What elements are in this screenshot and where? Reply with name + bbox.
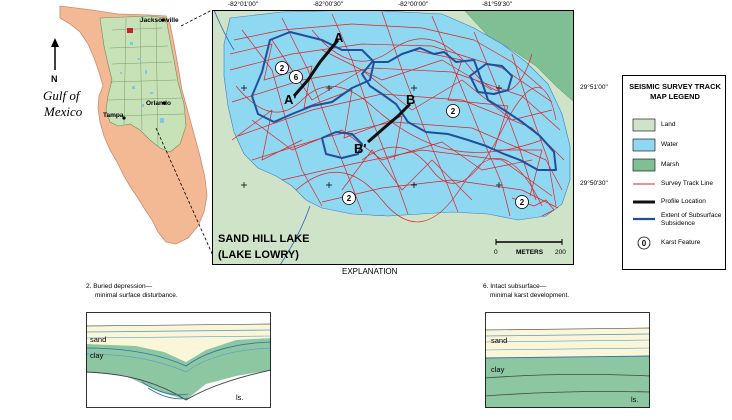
florida-inset-map: Jacksonville Orlando Tampa N Gulf of Mex… <box>43 5 208 245</box>
karst-feature-label: 2 <box>347 194 352 203</box>
scale-start: 0 <box>494 249 498 256</box>
reflector-lines <box>86 323 271 401</box>
profile-label-a: A <box>334 30 344 45</box>
map-legend: SEISMIC SURVEY TRACK MAP LEGEND 0 Land W… <box>622 75 726 270</box>
reflector-lines <box>485 327 650 397</box>
legend-extent-label-line2: Subsidence <box>661 220 695 227</box>
legend-title-line1: SEISMIC SURVEY TRACK <box>629 82 721 91</box>
profile-line-b <box>367 102 412 144</box>
legend-symbols: 0 <box>632 118 656 250</box>
coord-top-3: -82°00'00" <box>398 1 429 8</box>
legend-karst-symbol: 0 <box>642 239 647 248</box>
scale-bar <box>495 239 563 245</box>
study-region <box>99 15 187 153</box>
coord-top-2: -82°00'30" <box>313 1 344 8</box>
karst-feature-label: 2 <box>520 198 525 207</box>
stream-line <box>279 205 311 265</box>
profile-panel-right: sand clay ls. <box>485 312 650 408</box>
coord-right-1: 29°51'00" <box>580 84 608 91</box>
legend-water-swatch <box>632 138 656 152</box>
county-lines <box>107 17 185 147</box>
subsidence-extent-lines <box>251 31 557 171</box>
legend-karst-icon <box>637 236 651 250</box>
city-jacksonville: Jacksonville <box>140 17 179 24</box>
karst-feature-marker: 6 <box>289 70 303 84</box>
karst-feature-label: 6 <box>294 73 299 82</box>
legend-karst-label: Karst Feature <box>661 239 701 246</box>
lake-name-line2: (LAKE LOWRY) <box>218 249 299 261</box>
karst-feature-marker: 2 <box>515 195 529 209</box>
stream-line <box>213 10 235 51</box>
legend-marsh-label: Marsh <box>661 161 680 168</box>
orlando-dot <box>162 101 166 105</box>
north-label: N <box>51 74 58 84</box>
sand-layer <box>86 324 271 362</box>
inset-lakes <box>120 42 164 123</box>
map-frame <box>212 10 574 265</box>
grid-crosshairs <box>241 85 502 188</box>
profile-label-b: B <box>406 92 415 107</box>
coord-top-1: -82°01'00" <box>228 1 259 8</box>
scale-units: METERS <box>516 249 544 256</box>
profile-panel-left: sand clay ls. <box>86 312 271 408</box>
explanation-label: EXPLANATION <box>342 267 398 276</box>
karst-feature-marker: 2 <box>275 61 289 75</box>
city-tampa: Tampa <box>103 112 124 119</box>
legend-title-line2: MAP LEGEND <box>650 92 700 101</box>
legend-land-label: Land <box>661 121 676 128</box>
panel-left-caption-line1: 2. Buried depression— <box>86 283 153 290</box>
karst-feature-marker: 2 <box>446 104 460 118</box>
gulf-label-line1: Gulf of <box>43 88 82 103</box>
north-arrow-icon <box>51 38 59 70</box>
legend-land-swatch <box>632 118 656 132</box>
clay-layer <box>485 356 650 408</box>
panel-right-caption-line1: 6. Intact subsurface— <box>483 283 547 290</box>
city-orlando: Orlando <box>146 100 171 107</box>
legend-water-label: Water <box>661 141 679 148</box>
coord-top-4: -81°59'30" <box>482 1 513 8</box>
karst-feature-label: 2 <box>280 64 285 73</box>
panel-right-clay-label: clay <box>491 365 505 374</box>
panel-right-ls-label: ls. <box>631 395 639 404</box>
jacksonville-dot <box>161 18 165 22</box>
survey-map: A A' B B' 2 6 2 2 2 SAND HILL LAKE (LAKE… <box>212 10 574 265</box>
legend-track-label: Survey Track Line <box>661 180 714 187</box>
profile-line-a <box>292 39 340 97</box>
karst-feature-label: 2 <box>451 107 456 116</box>
coord-right-2: 29°50'30" <box>580 180 608 187</box>
panel-left-caption-line2: minimal surface disturbance. <box>95 292 178 299</box>
lake-name-line1: SAND HILL LAKE <box>218 233 309 245</box>
panel-left-clay-label: clay <box>90 351 104 360</box>
panel-right-caption-line2: minimal karst development. <box>490 292 570 299</box>
gulf-label-line2: Mexico <box>43 104 83 119</box>
profile-label-b-prime: B' <box>354 141 366 156</box>
sand-layer <box>485 328 650 358</box>
legend-profile-label: Profile Location <box>661 198 706 205</box>
panel-right-sand-label: sand <box>491 336 507 345</box>
profile-label-a-prime: A' <box>284 92 296 107</box>
study-site-marker <box>127 28 133 33</box>
panel-left-sand-label: sand <box>90 335 106 344</box>
panel-left-ls-label: ls. <box>236 393 244 402</box>
tampa-dot <box>122 116 126 120</box>
legend-extent-label-line1: Extent of Subsurface <box>661 212 722 219</box>
scale-end: 200 <box>555 249 566 256</box>
karst-feature-marker: 2 <box>342 191 356 205</box>
survey-track-lines <box>229 11 565 223</box>
legend-marsh-swatch <box>632 158 656 172</box>
